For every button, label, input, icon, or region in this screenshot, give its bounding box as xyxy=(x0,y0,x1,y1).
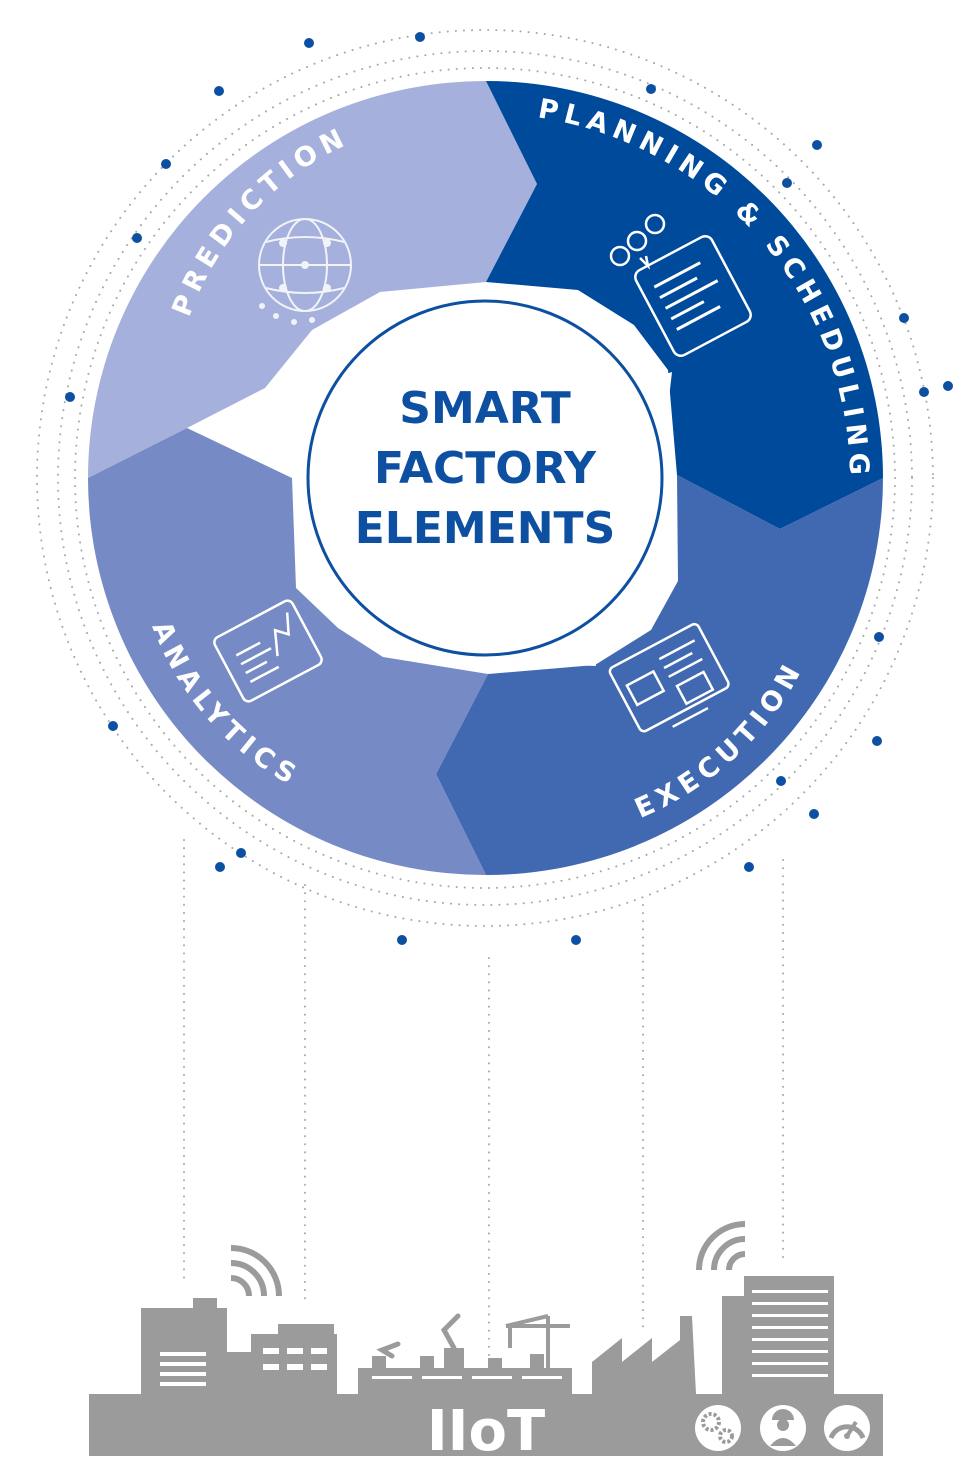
crane-icon xyxy=(505,1314,570,1368)
arrow-tip-analytics xyxy=(296,562,318,587)
factory-skyline: IIoT xyxy=(89,1221,883,1458)
arrow-tips xyxy=(296,294,672,666)
center-title-line1: SMART xyxy=(399,383,570,434)
tablet-chart-icon xyxy=(213,599,323,703)
arrow-tip-prediction xyxy=(378,294,402,316)
globe-network-icon xyxy=(258,218,352,325)
arrow-tip-execution xyxy=(571,646,596,666)
arrow-tip-planning xyxy=(652,372,672,398)
schedule-clipboard-icon xyxy=(609,213,752,357)
center-title-line3: ELEMENTS xyxy=(355,503,616,554)
tower-building xyxy=(722,1276,834,1394)
center-title-line2: FACTORY xyxy=(374,443,597,494)
accent-dots xyxy=(65,32,953,945)
worker-icon xyxy=(760,1405,806,1451)
iiot-label: IIoT xyxy=(427,1399,545,1458)
center-badge: SMART FACTORY ELEMENTS xyxy=(295,288,675,668)
robot-arm-icon xyxy=(376,1313,461,1359)
gauge-icon xyxy=(824,1405,870,1451)
gears-icon xyxy=(695,1405,741,1451)
orbit-rings xyxy=(36,29,934,927)
production-line xyxy=(358,1348,572,1394)
segment-prediction[interactable] xyxy=(87,80,537,479)
segment-execution[interactable] xyxy=(436,475,883,875)
sawtooth-factory xyxy=(592,1316,696,1394)
monitor-operator-icon xyxy=(608,622,730,733)
wheel xyxy=(87,80,883,876)
left-factory-building xyxy=(141,1298,251,1394)
wifi-signal-right-icon xyxy=(696,1221,746,1271)
segment-analytics[interactable] xyxy=(88,428,488,876)
connector-lines xyxy=(183,839,784,1369)
segment-planning[interactable] xyxy=(486,81,883,529)
wifi-signal-left-icon xyxy=(230,1245,282,1297)
office-building xyxy=(251,1324,337,1394)
